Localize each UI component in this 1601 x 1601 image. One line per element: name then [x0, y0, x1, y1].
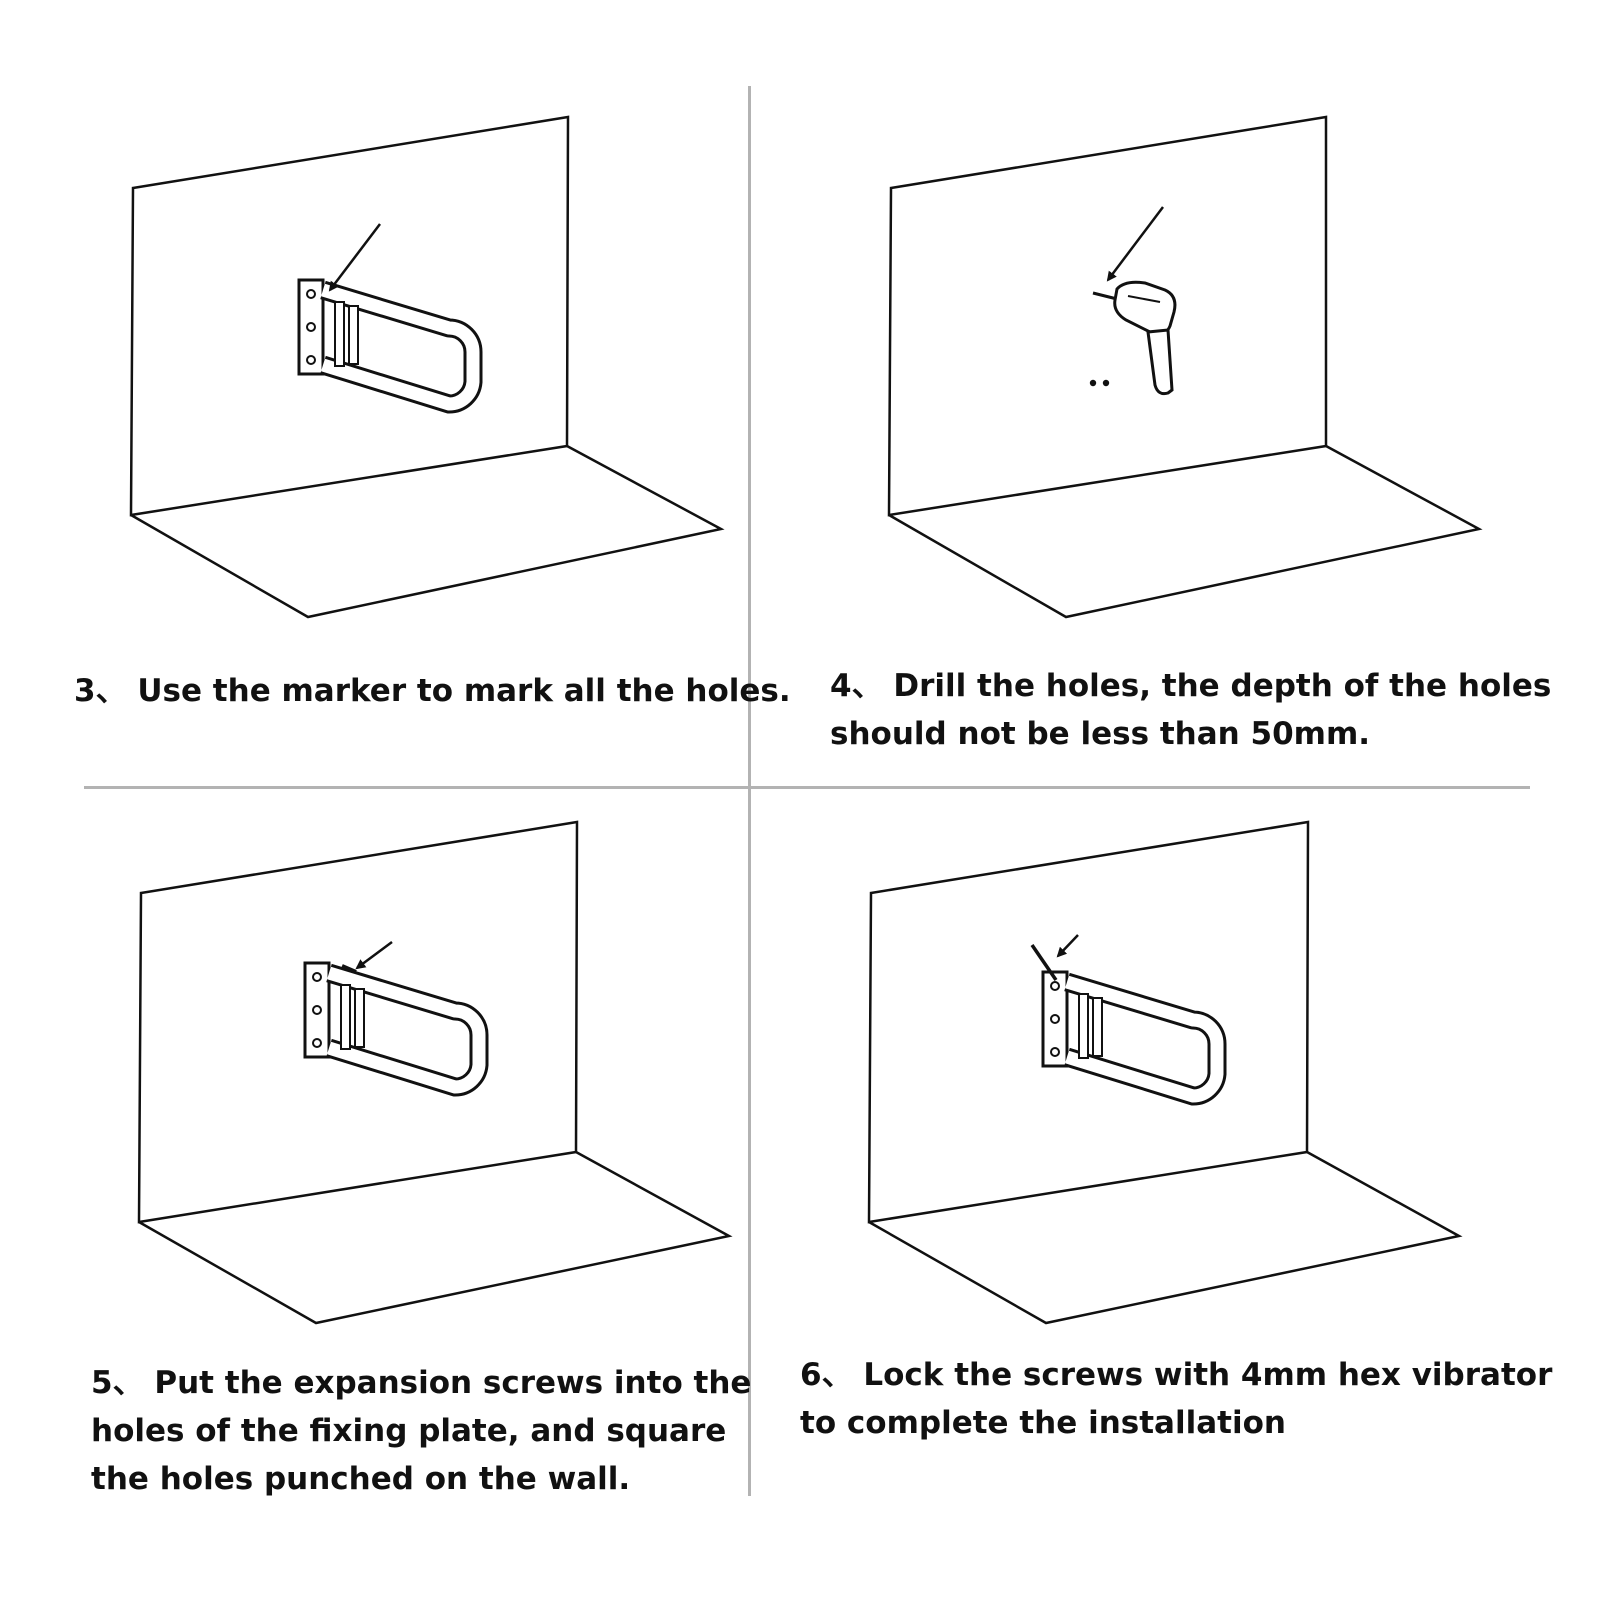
step-4-arrow-icon: [1106, 206, 1164, 282]
expansion-screw-icon: [355, 940, 393, 970]
horizontal-divider: [84, 786, 1530, 789]
step-4-caption-line: 4、 Drill the holes, the depth of the hol…: [830, 668, 1552, 704]
step-6-caption-line: to complete the installation: [800, 1405, 1286, 1441]
step-5-caption-line: 5、 Put the expansion screws into the: [91, 1365, 752, 1401]
hex-key-icon: [1030, 944, 1058, 981]
vertical-divider: [748, 86, 751, 1496]
step-5-grab-bar-icon: [305, 963, 479, 1087]
step-3-room-drawing: [129, 115, 725, 619]
step-5-caption-line: holes of the fixing plate, and square: [91, 1413, 727, 1449]
drilled-hole-icon: [1089, 379, 1097, 387]
step-6-caption-line: 6、 Lock the screws with 4mm hex vibrator: [800, 1357, 1553, 1393]
step-3-caption-line: 3、 Use the marker to mark all the holes.: [74, 673, 791, 709]
step-3-marker-arrow-icon: [328, 223, 381, 292]
electric-drill-icon: [1092, 280, 1177, 396]
step-4-caption: 4、 Drill the holes, the depth of the hol…: [830, 662, 1551, 758]
step-6-room-drawing: [867, 820, 1463, 1325]
step-6-caption: 6、 Lock the screws with 4mm hex vibrator…: [800, 1351, 1552, 1447]
step-6-arrow-icon: [1056, 934, 1079, 958]
step-5-room-drawing: [137, 820, 733, 1325]
step-6-grab-bar-icon: [1043, 972, 1217, 1096]
step-5-caption-line: the holes punched on the wall.: [91, 1461, 631, 1497]
step-3-caption: 3、 Use the marker to mark all the holes.: [74, 667, 791, 715]
step-4-room-drawing: [887, 115, 1483, 619]
step-3-grab-bar-icon: [299, 280, 473, 404]
drilled-hole-icon: [1102, 379, 1110, 387]
step-5-caption: 5、 Put the expansion screws into the hol…: [91, 1359, 751, 1503]
step-4-caption-line: should not be less than 50mm.: [830, 716, 1371, 752]
